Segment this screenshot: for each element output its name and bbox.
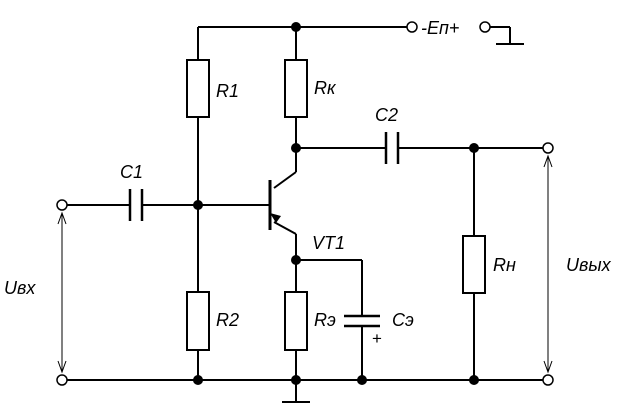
label-rk: Rк — [314, 78, 337, 98]
transistor-vt1 — [268, 180, 281, 230]
label-ce: Cэ — [392, 310, 414, 330]
label-r2: R2 — [216, 310, 239, 330]
label-uvyx: Uвых — [566, 255, 612, 275]
label-re: Rэ — [314, 310, 336, 330]
label-vt1: VT1 — [312, 233, 345, 253]
label-r1: R1 — [216, 81, 239, 101]
resistor-r2 — [186, 291, 210, 351]
label-uvx: Uвх — [4, 278, 36, 298]
resistor-re — [284, 291, 308, 351]
node-output — [469, 143, 479, 153]
terminals — [56, 21, 554, 386]
label-rn: Rн — [493, 255, 516, 275]
resistor-rk — [284, 59, 308, 118]
terminal-output-ground — [542, 374, 554, 386]
output-voltage-arrow — [543, 154, 553, 374]
node-supply — [291, 22, 301, 32]
capacitor-c1 — [128, 189, 144, 221]
node-ground-ce — [357, 375, 367, 385]
node-base — [193, 200, 203, 210]
terminal-input — [56, 199, 68, 211]
terminal-supply-minus — [406, 21, 418, 33]
junction-nodes — [193, 22, 479, 385]
terminal-output — [542, 142, 554, 154]
emitter-arrow — [270, 213, 281, 223]
input-voltage-arrow — [57, 211, 67, 374]
resistor-rn — [462, 235, 486, 294]
resistor-r1 — [186, 59, 210, 118]
node-ground-r2 — [193, 375, 203, 385]
capacitor-ce — [344, 314, 380, 328]
label-c1: C1 — [120, 162, 143, 182]
node-ground-re — [291, 375, 301, 385]
label-ce-polarity: + — [372, 329, 382, 348]
node-ground-rn — [469, 375, 479, 385]
node-collector — [291, 143, 301, 153]
label-c2: C2 — [375, 105, 398, 125]
terminal-input-ground — [56, 374, 68, 386]
label-supply: -Еп+ — [421, 18, 459, 38]
capacitor-c2 — [384, 132, 400, 164]
terminal-supply-plus — [479, 21, 491, 33]
node-emitter — [291, 255, 301, 265]
